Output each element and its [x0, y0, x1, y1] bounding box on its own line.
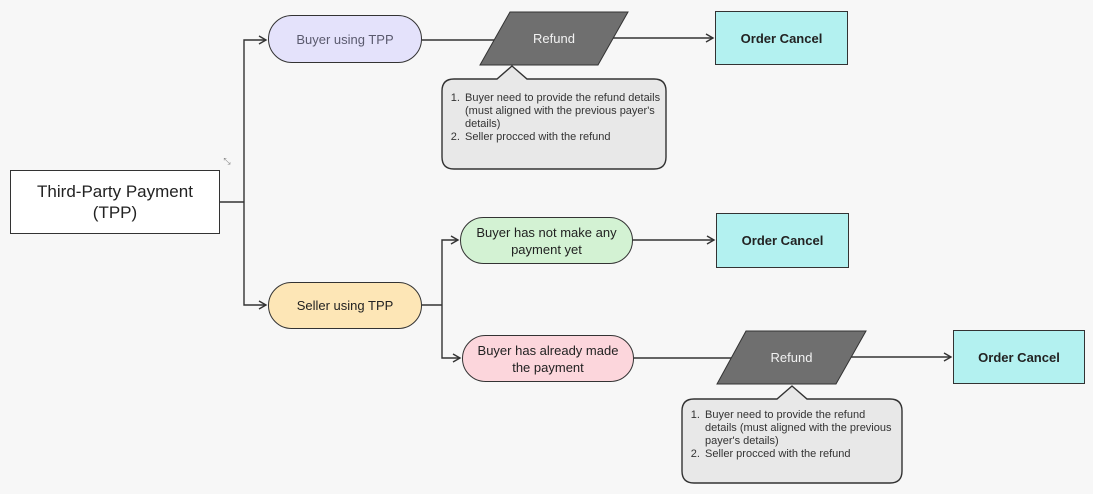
- root-node[interactable]: Third-Party Payment (TPP): [10, 170, 220, 234]
- buyer-using-tpp-label: Buyer using TPP: [296, 31, 394, 47]
- seller-using-tpp-node[interactable]: Seller using TPP: [268, 282, 422, 329]
- callout-bubble-1: [441, 65, 667, 170]
- refund-label-1: Refund: [533, 31, 575, 46]
- buyer-using-tpp-node[interactable]: Buyer using TPP: [268, 15, 422, 63]
- refund-steps-callout-2: Buyer need to provide the refund details…: [686, 409, 900, 481]
- refund-step-1: Buyer need to provide the refund details…: [703, 409, 900, 448]
- already-paid-node[interactable]: Buyer has already made the payment: [462, 335, 634, 382]
- connector-seller-to-already-paid: [441, 305, 462, 363]
- refund-label-2: Refund: [770, 350, 813, 365]
- refund-step-2: Seller procced with the refund: [463, 131, 664, 144]
- order-cancel-label-3: Order Cancel: [978, 349, 1060, 365]
- refund-step-2: Seller procced with the refund: [703, 448, 900, 461]
- seller-using-tpp-label: Seller using TPP: [296, 298, 394, 313]
- refund-steps-list-2: Buyer need to provide the refund details…: [686, 409, 900, 461]
- refund-shape-2: [716, 330, 867, 385]
- order-cancel-node-3[interactable]: Order Cancel: [953, 330, 1085, 384]
- connector-root-to-seller: [243, 202, 268, 310]
- callout-bubble-2: [681, 385, 903, 484]
- order-cancel-label-1: Order Cancel: [740, 30, 823, 46]
- order-cancel-node-2[interactable]: Order Cancel: [716, 213, 849, 268]
- refund-steps-callout-1: Buyer need to provide the refund details…: [446, 92, 664, 164]
- root-node-label: Third-Party Payment (TPP): [37, 182, 193, 222]
- refund-node-1[interactable]: Refund: [480, 12, 628, 65]
- no-payment-node[interactable]: Buyer has not make any payment yet: [460, 217, 633, 264]
- no-payment-label: Buyer has not make any payment yet: [476, 224, 617, 257]
- refund-shape-1: [479, 11, 629, 66]
- refund-step-1: Buyer need to provide the refund details…: [463, 92, 664, 131]
- order-cancel-label-2: Order Cancel: [741, 233, 824, 248]
- connector-root-to-buyer: [243, 35, 268, 202]
- refund-steps-list-1: Buyer need to provide the refund details…: [446, 92, 664, 144]
- already-paid-label: Buyer has already made the payment: [477, 342, 619, 375]
- order-cancel-node-1[interactable]: Order Cancel: [715, 11, 848, 65]
- collapse-icon[interactable]: ⤡: [223, 156, 231, 166]
- connector-seller-to-no-payment: [441, 235, 460, 305]
- refund-node-2[interactable]: Refund: [717, 331, 866, 384]
